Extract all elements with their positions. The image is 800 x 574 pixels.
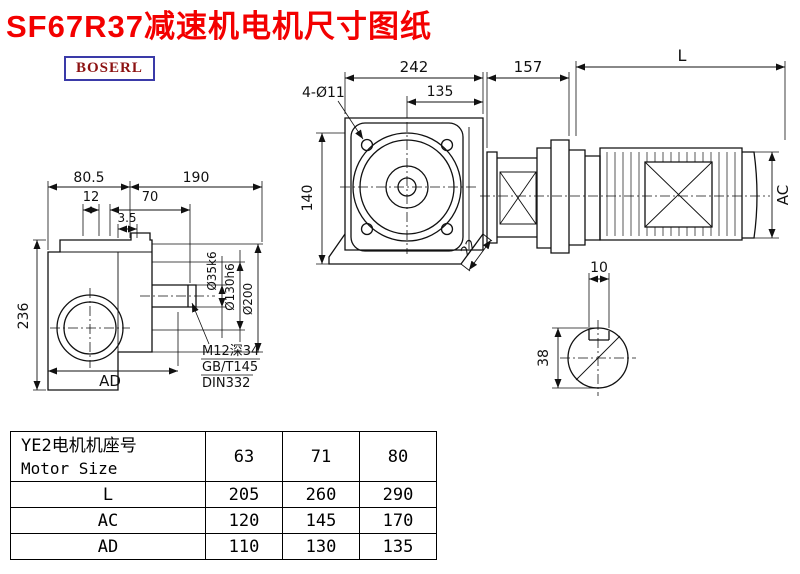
value-AD-63: 110 [205,533,283,560]
extension-lines-236 [33,239,46,391]
thread-note: M12深34 [202,344,259,359]
motor-endcap [742,151,758,239]
table-header-cell: YE2电机机座号 Motor Size [10,431,206,482]
dim-140-label: 140 [300,185,316,212]
dim-L-label: L [678,46,687,65]
dim-AC-label: AC [774,185,792,205]
value-AD-80: 135 [359,533,437,560]
adapter-housing [486,139,601,254]
dim-AD-label: AD [99,372,121,390]
front-outline [344,117,484,251]
bolt-hole-bl [360,222,374,236]
shaft-extension-lines [552,273,610,389]
side-view-internal-lines [48,233,152,352]
dim-190-label: 190 [183,170,210,186]
row-label-AD: AD [10,533,206,560]
dim-12-label: 12 [83,190,100,205]
thread-leader-line [191,302,210,345]
extension-lines-steps [82,204,191,283]
dim-3-5-label: 3.5 [117,211,136,225]
din-note: DIN332 [202,376,250,391]
table-header-cn: YE2电机机座号 [21,435,137,456]
front-view: 242 135 4-Ø11 140 22 [300,58,493,272]
shaft-end-view: 10 38 [536,260,636,396]
motor-core-x [644,161,713,228]
shaft-hatch-line [575,335,621,381]
bolt-hole-tr [440,138,454,152]
motor-body [599,147,743,241]
dim-157-label: 157 [514,58,543,76]
standard-note: GB/T145 [202,360,258,375]
bolt-hole-br [440,222,454,236]
value-L-63: 205 [205,481,283,508]
dim-135-label: 135 [427,84,454,100]
dim-80-5-label: 80.5 [73,170,104,186]
dim-236-label: 236 [16,303,32,330]
front-extension-lines [316,72,493,272]
adapter-brace [499,171,537,225]
side-view-outline [47,232,153,391]
row-label-L: L [10,481,206,508]
value-L-80: 290 [359,481,437,508]
keyway [588,330,610,341]
row-label-AC: AC [10,507,206,534]
dim-10-label: 10 [590,260,608,276]
value-AD-71: 130 [282,533,360,560]
table-row-L: L 205 260 290 [10,481,437,508]
dia-130-label: Ø130h6 [223,263,237,311]
side-view: 80.5 190 12 70 3.5 236 Ø35k6 Ø130h6 Ø200… [16,170,263,391]
motor-size-table: YE2电机机座号 Motor Size 63 71 80 L 205 260 2… [10,431,437,560]
bolt-hole-tl [360,138,374,152]
value-AC-71: 145 [282,507,360,534]
extension-lines-diameters [152,243,263,353]
dim-22-label: 22 [458,237,480,259]
dim-line-22 [468,239,492,271]
value-AC-63: 120 [205,507,283,534]
table-row-AC: AC 120 145 170 [10,507,437,534]
bore-centerlines [50,288,130,368]
motor-size-71: 71 [282,431,360,482]
motor-extension-lines [486,61,786,239]
dia-200-label: Ø200 [241,283,255,315]
motor-size-80: 80 [359,431,437,482]
dim-242-label: 242 [400,58,429,76]
motor-view: 157 L AC [480,46,792,254]
value-L-71: 260 [282,481,360,508]
table-row-AD: AD 110 130 135 [10,533,437,560]
holes-note: 4-Ø11 [302,85,345,101]
dim-38-label: 38 [536,349,552,367]
front-centerlines [340,122,478,254]
dim-70-label: 70 [142,190,159,205]
table-header-row: YE2电机机座号 Motor Size 63 71 80 [10,431,437,482]
dia-35-label: Ø35k6 [205,251,219,290]
page-title: SF67R37减速机电机尺寸图纸 [6,9,432,44]
motor-size-63: 63 [205,431,283,482]
table-header-en: Motor Size [21,458,118,478]
holes-leader-line [337,100,364,140]
brand-logo: BOSERL [64,56,155,81]
note-divider-lines [201,358,260,376]
value-AC-80: 170 [359,507,437,534]
